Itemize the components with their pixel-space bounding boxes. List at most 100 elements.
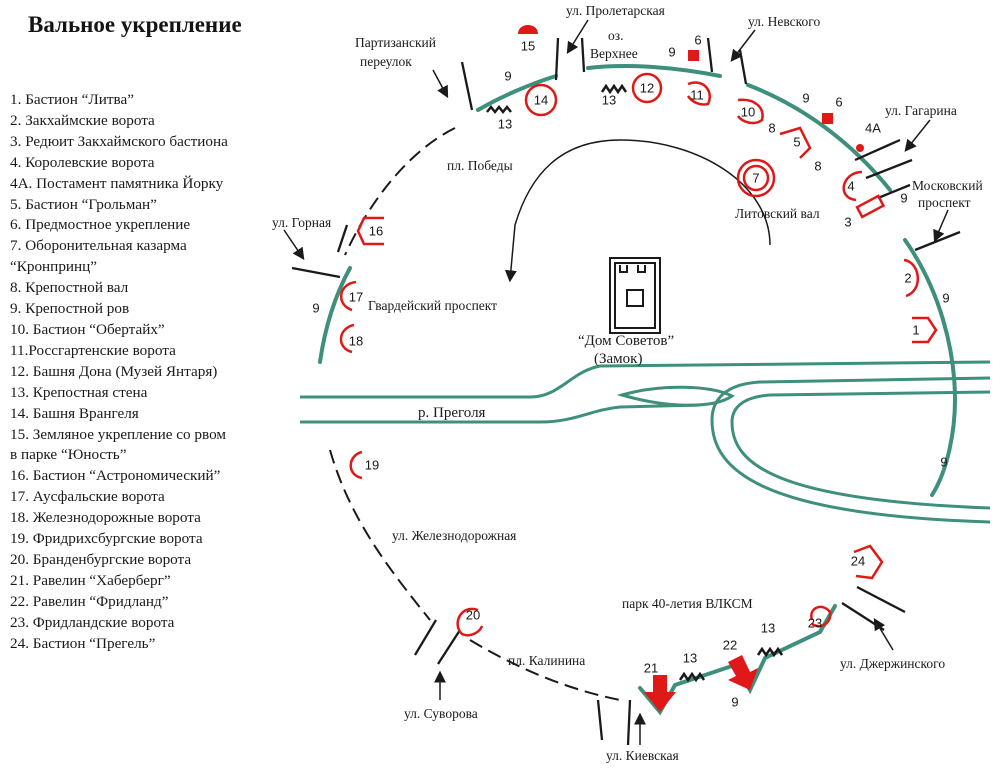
marker-label: 8 bbox=[814, 159, 821, 174]
legend-item: 12. Башня Дона (Музей Янтаря) bbox=[10, 362, 218, 380]
bastion-5-icon bbox=[779, 126, 812, 159]
gate-19-icon bbox=[349, 450, 363, 480]
street-label-gvardeyskiy: Гвардейский проспект bbox=[368, 298, 497, 313]
marker-label: 4 bbox=[847, 179, 854, 194]
marker-label: 18 bbox=[349, 334, 363, 349]
marker-label: 1 bbox=[912, 323, 919, 338]
bastion-16-icon bbox=[356, 216, 384, 246]
rampart bbox=[329, 127, 621, 701]
river-island bbox=[616, 385, 735, 407]
reduit-3-icon bbox=[855, 194, 886, 219]
marker-label: 9 bbox=[504, 69, 511, 84]
fortress-walls bbox=[486, 83, 784, 683]
street-label-partizanskiy: переулок bbox=[360, 54, 412, 69]
moat-east bbox=[903, 238, 958, 497]
legend-item: 16. Бастион “Астрономический” bbox=[10, 467, 221, 485]
place-label-pobedy: пл. Победы bbox=[447, 158, 513, 173]
street-line bbox=[596, 699, 604, 741]
rampart-south bbox=[469, 639, 621, 701]
river-south-bank bbox=[300, 403, 701, 424]
legend-item: 23. Фридландские ворота bbox=[10, 613, 175, 631]
legend-item: 15. Земляное укрепление со рвом bbox=[10, 425, 227, 443]
map-labels: ул. Пролетарская ул. Невского Партизанск… bbox=[272, 3, 983, 763]
earthwork-15-icon bbox=[518, 25, 538, 34]
moat-north-west bbox=[476, 74, 558, 112]
monument-4a-icon bbox=[856, 144, 864, 152]
street-line bbox=[856, 585, 906, 614]
street-line bbox=[865, 158, 913, 180]
barracks-7-icon bbox=[736, 158, 776, 198]
marker-label: 3 bbox=[844, 215, 851, 230]
marker-label: 14 bbox=[534, 93, 548, 108]
pointer-arrow bbox=[432, 69, 449, 99]
marker-label: 24 bbox=[851, 554, 865, 569]
pointer-arrow bbox=[730, 29, 756, 62]
legend-item: 20. Бранденбургские ворота bbox=[10, 550, 192, 568]
street-label-zheleznodorozhnaya: ул. Железнодорожная bbox=[392, 528, 516, 543]
legend-item: 3. Редюит Закхаймского бастиона bbox=[10, 132, 228, 150]
street-lines bbox=[291, 37, 961, 746]
legend-item: 17. Аусфальские ворота bbox=[10, 488, 165, 506]
street-label-suvorova: ул. Суворова bbox=[404, 706, 478, 721]
marker-label: 13 bbox=[683, 651, 697, 666]
gate-2-icon bbox=[903, 258, 919, 298]
legend-item: 4А. Постамент памятника Йорку bbox=[10, 174, 224, 192]
marker-label: 4А bbox=[865, 121, 881, 136]
street-label-gagarina: ул. Гагарина bbox=[885, 103, 957, 118]
wall-segment-1 bbox=[486, 104, 512, 115]
marker-label: 6 bbox=[835, 95, 842, 110]
street-label-nevskogo: ул. Невского bbox=[748, 14, 820, 29]
map-title: Вальное укрепление bbox=[28, 12, 242, 37]
place-label-litovskiy-val: Литовский вал bbox=[735, 206, 820, 221]
gate-18-icon bbox=[339, 323, 355, 354]
ravelin-arrows bbox=[644, 655, 758, 712]
street-label-gornaya: ул. Горная bbox=[272, 215, 331, 230]
legend-item: 2. Закхаймские ворота bbox=[10, 111, 155, 129]
moat-west bbox=[318, 266, 352, 364]
pointer-arrow bbox=[566, 19, 589, 55]
castle-tower bbox=[619, 265, 646, 273]
marker-label: 22 bbox=[723, 638, 737, 653]
marker-label: 9 bbox=[802, 91, 809, 106]
gate-20-icon bbox=[456, 607, 484, 637]
bridgehead-6-icon bbox=[688, 50, 699, 61]
marker-label: 23 bbox=[808, 616, 822, 631]
marker-label: 13 bbox=[602, 93, 616, 108]
marker-label: 19 bbox=[365, 458, 379, 473]
wall-segment-3 bbox=[678, 671, 706, 683]
legend-item: “Кронпринц” bbox=[10, 258, 98, 276]
tower-12-icon bbox=[631, 72, 663, 104]
fortifications bbox=[339, 25, 938, 637]
legend-item: 4. Королевские ворота bbox=[10, 153, 155, 171]
castle-outer bbox=[609, 257, 661, 334]
rampart-south-west bbox=[329, 449, 431, 621]
place-label-dom-sovetov: “Дом Советов” bbox=[578, 333, 674, 349]
tower-14-icon bbox=[524, 83, 558, 117]
marker-label: 16 bbox=[369, 224, 383, 239]
river-south-channel-1 bbox=[710, 376, 991, 524]
marker-label: 15 bbox=[521, 39, 535, 54]
marker-label: 9 bbox=[940, 455, 947, 470]
street-label-kalinina: пл. Калинина bbox=[508, 653, 585, 668]
legend-item: 5. Бастион “Грольман” bbox=[10, 195, 157, 213]
marker-label: 9 bbox=[900, 191, 907, 206]
castle-keep bbox=[626, 289, 644, 307]
marker-label: 10 bbox=[741, 105, 755, 120]
river-north-bank bbox=[300, 360, 991, 399]
marker-label: 21 bbox=[644, 661, 658, 676]
marker-label: 5 bbox=[793, 135, 800, 150]
legend-item: 22. Равелин “Фридланд” bbox=[10, 592, 169, 610]
river-label-pregolya: р. Преголя bbox=[418, 405, 486, 421]
rampart-north-west bbox=[344, 127, 456, 256]
marker-label: 9 bbox=[668, 45, 675, 60]
place-label-park: парк 40-летия ВЛКСМ bbox=[622, 596, 753, 611]
street-label-partizanskiy: Партизанский bbox=[355, 35, 436, 50]
legend-item: 11.Россгартенские ворота bbox=[10, 341, 176, 359]
legend-item: 24. Бастион “Прегель” bbox=[10, 634, 156, 652]
pointer-arrow bbox=[283, 229, 305, 260]
bastion-24-icon bbox=[853, 544, 884, 580]
marker-label: 9 bbox=[312, 301, 319, 316]
pointer-arrow bbox=[933, 209, 949, 243]
pointer-arrow bbox=[904, 119, 931, 152]
